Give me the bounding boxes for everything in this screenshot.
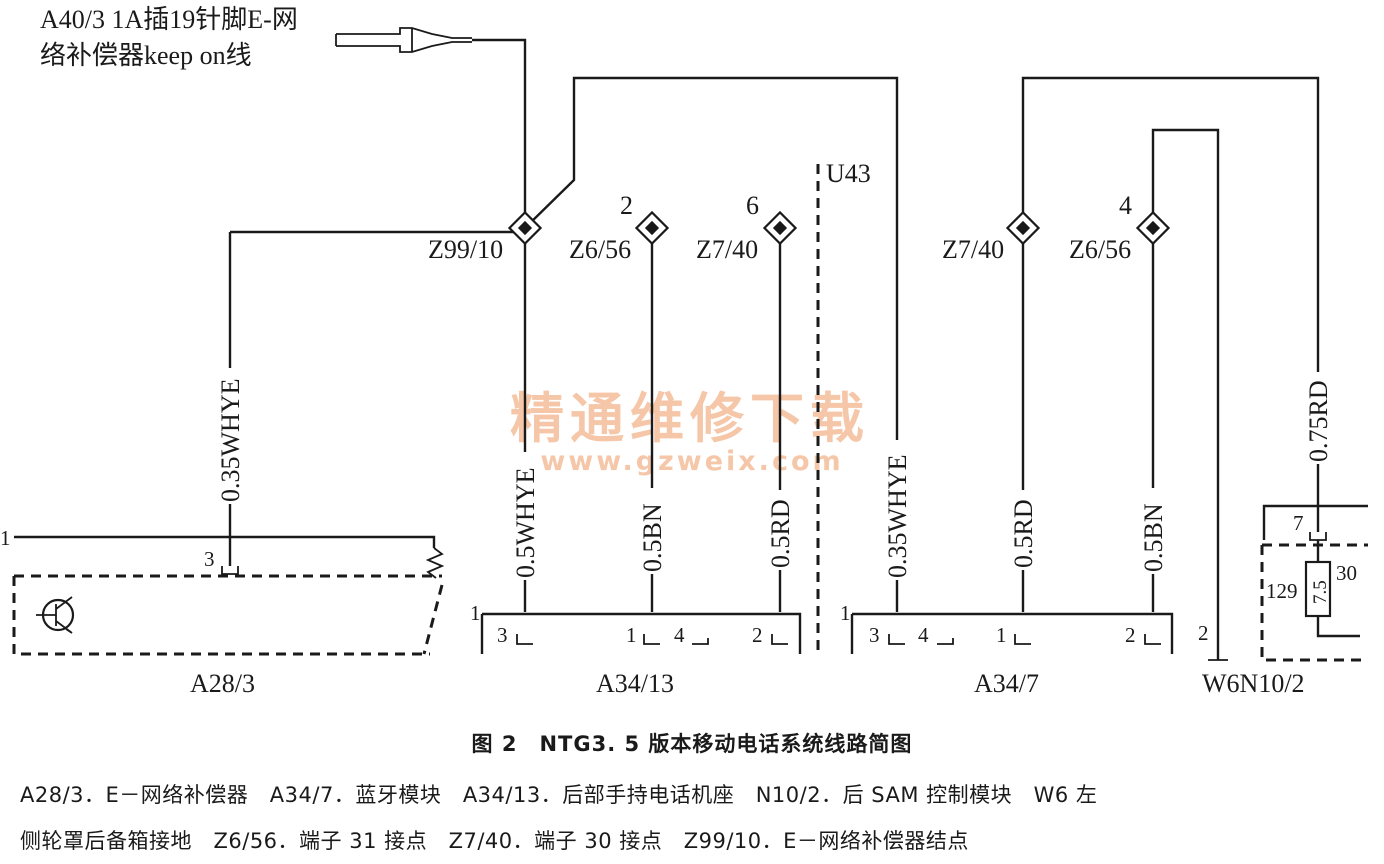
node-label-z6-56-right: Z6/56 — [1069, 235, 1131, 264]
splice-node-z7-40-left — [762, 210, 798, 246]
component-a34-13 — [480, 612, 802, 654]
a28-pin-3: 3 — [204, 547, 215, 571]
a34-7-pin-3: 3 — [869, 623, 880, 647]
annotation-line-1: A40/3 1A插19针脚E-网 — [40, 5, 298, 34]
node-label-z99-10: Z99/10 — [428, 235, 503, 264]
w6-ground-pin-2: 2 — [1198, 621, 1209, 645]
fuse-rating: 7.5 — [1310, 580, 1331, 604]
node-label-z6-56-left: Z6/56 — [569, 235, 631, 264]
transistor-icon — [36, 596, 75, 634]
a34-13-rail-num: 1 — [470, 601, 481, 625]
splice-node-z7-40-right — [1005, 210, 1041, 246]
wire-label-0-5whye: 0.5WHYE — [511, 468, 540, 578]
wire-keep-on — [472, 38, 527, 228]
a28-rail-num: 1 — [0, 526, 11, 550]
wire-label-0-5bn-left: 0.5BN — [638, 503, 667, 572]
watermark-url: www.gzweix.com — [540, 446, 843, 477]
node-num-z6-56-left: 2 — [620, 191, 633, 220]
wire-label-0-35whye-a28: 0.35WHYE — [216, 379, 245, 502]
node-label-z7-40-right: Z7/40 — [942, 235, 1004, 264]
wire-label-0-75rd: 0.75RD — [1304, 380, 1333, 462]
a34-13-pin-2: 2 — [752, 623, 763, 647]
a34-7-pin-2: 2 — [1125, 623, 1136, 647]
wire-0-75rd-loop — [1021, 76, 1320, 532]
node-num-z7-40-left: 6 — [746, 191, 759, 220]
a34-13-pin-4: 4 — [674, 623, 685, 647]
component-a34-7 — [850, 612, 1174, 654]
legend-line-1: A28/3．E－网络补偿器 A34/7．蓝牙模块 A34/13．后部手持电话机座… — [20, 783, 1098, 807]
component-label-a34-7: A34/7 — [974, 669, 1039, 698]
a34-7-pin-1: 1 — [996, 623, 1007, 647]
splice-node-z6-56-left — [634, 210, 670, 246]
component-label-a34-13: A34/13 — [596, 669, 674, 698]
fuse-icon — [1304, 560, 1332, 618]
n10-2-pin-7: 7 — [1293, 511, 1304, 535]
component-w6n10-2 — [1260, 504, 1368, 662]
splice-node-z6-56-right — [1135, 210, 1171, 246]
node-label-z7-40-left: Z7/40 — [696, 235, 758, 264]
component-label-a28-3: A28/3 — [190, 669, 255, 698]
wire-0-35whye-loop — [524, 76, 899, 612]
n10-2-num-129: 129 — [1266, 579, 1298, 603]
wire-label-0-5bn-right: 0.5BN — [1139, 503, 1168, 572]
legend-line-2: 侧轮罩后备箱接地 Z6/56．端子 31 接点 Z7/40．端子 30 接点 Z… — [20, 829, 969, 853]
wire-label-0-5rd-right: 0.5RD — [1009, 499, 1038, 568]
figure-caption: 图 2 NTG3. 5 版本移动电话系统线路简图 — [471, 732, 913, 756]
annotation-line-2: 络补偿器keep on线 — [40, 41, 252, 70]
connector-plug-icon — [335, 27, 472, 53]
wire-label-0-35whye-right: 0.35WHYE — [883, 455, 912, 578]
splice-node-z99-10 — [507, 210, 543, 246]
a34-13-pin-3: 3 — [497, 623, 508, 647]
n10-2-num-30: 30 — [1336, 561, 1357, 585]
wire-label-0-5rd-left: 0.5RD — [766, 499, 795, 568]
region-label-u43: U43 — [826, 159, 871, 188]
wire-ground-loop — [1151, 128, 1220, 660]
a34-7-pin-4: 4 — [918, 623, 929, 647]
a34-7-rail-num: 1 — [840, 601, 851, 625]
component-label-w6n10-2: W6N10/2 — [1202, 669, 1305, 698]
component-a28-3 — [12, 535, 445, 656]
watermark-title: 精通维修下载 — [510, 387, 870, 450]
node-num-z6-56-right: 4 — [1119, 191, 1132, 220]
a34-13-pin-1: 1 — [626, 623, 637, 647]
